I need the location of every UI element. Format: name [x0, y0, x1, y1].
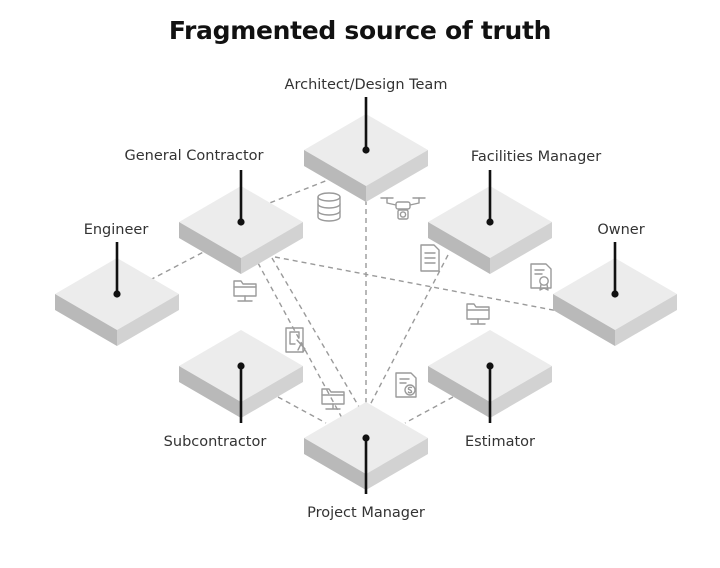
general-contractor-label: General Contractor: [125, 148, 264, 164]
drone-icon: [380, 197, 426, 220]
architect-label: Architect/Design Team: [285, 77, 448, 93]
link-gc-architect: [261, 179, 329, 207]
link-sub-pm: [277, 396, 327, 424]
link-fm-pm: [369, 254, 449, 406]
subcontractor-label: Subcontractor: [164, 434, 267, 450]
link-gc-pm-b: [257, 262, 343, 419]
certificate-icon: [530, 263, 552, 291]
owner-label: Owner: [597, 222, 644, 238]
blueprint-icon: [285, 327, 306, 353]
database-icon: [317, 192, 341, 222]
link-engineer-gc: [149, 245, 216, 281]
connection-lines: [149, 179, 559, 424]
project-manager-label: Project Manager: [307, 505, 425, 521]
facilities-manager-label: Facilities Manager: [471, 149, 601, 165]
diagram-title: Fragmented source of truth: [168, 16, 552, 45]
estimator-label: Estimator: [465, 434, 535, 450]
document-icon: [420, 244, 440, 272]
invoice-icon: [395, 372, 417, 398]
label-stems: [113, 97, 619, 494]
link-gc-pm-a: [271, 257, 363, 413]
link-gc-owner: [274, 256, 559, 312]
link-estimator-pm: [404, 396, 454, 424]
engineer-label: Engineer: [84, 222, 149, 238]
